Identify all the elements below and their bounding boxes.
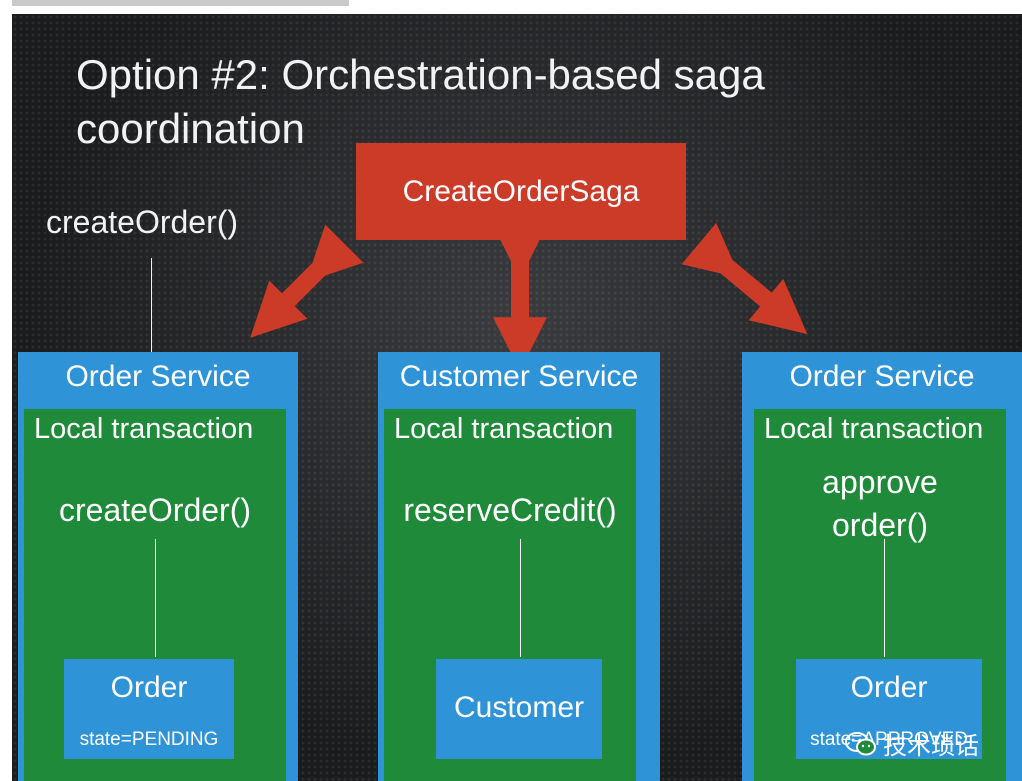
local-transaction-label: Local transaction [34, 413, 254, 445]
operation-label-line1: approve [822, 464, 938, 500]
entity-box: Order state=APPROVED [796, 659, 982, 759]
service-order-service: Order Service Local transaction createOr… [18, 352, 298, 781]
watermark: 技术琐话 [845, 726, 979, 761]
service-customer-service: Customer Service Local transaction reser… [378, 352, 660, 781]
external-call-label: createOrder() [46, 204, 239, 240]
operation-label-line2: order() [831, 507, 928, 543]
external-call-connector [151, 258, 152, 352]
entity-name: Customer [453, 691, 585, 724]
orchestrator-arrows [250, 222, 808, 372]
local-transaction: Local transaction createOrder() Order st… [24, 409, 286, 781]
service-title: Customer Service [399, 360, 639, 393]
operation-connector [884, 539, 885, 657]
top-strip [12, 0, 349, 6]
operation-connector [155, 539, 156, 657]
entity-name: Order [110, 671, 188, 704]
orchestrator-label: CreateOrderSaga [402, 174, 640, 208]
local-transaction-label: Local transaction [394, 413, 614, 445]
service-title: Order Service [65, 360, 251, 393]
service-title: Order Service [789, 360, 975, 393]
entity-box: Order state=PENDING [64, 659, 234, 759]
slide-title: Option #2: Orchestration-based saga coor… [76, 51, 765, 152]
operation-label: reserveCredit() [403, 492, 617, 528]
operation-label: createOrder() [58, 492, 252, 528]
operation-connector [520, 539, 521, 657]
local-transaction: Local transaction reserveCredit() Custom… [384, 409, 636, 781]
entity-state: state=PENDING [79, 729, 219, 750]
entity-box: Customer [436, 659, 602, 759]
entity-name: Order [850, 671, 928, 704]
service-order-service-approve: Order Service Local transaction approve … [742, 352, 1022, 781]
arrow-saga-order-service [250, 224, 364, 338]
local-transaction: Local transaction approve order() Order … [754, 409, 1006, 781]
arrow-saga-order-service-approve [681, 222, 808, 335]
orchestrator-box: CreateOrderSaga [356, 143, 686, 240]
wechat-icon [845, 731, 876, 755]
slide: Option #2: Orchestration-based saga coor… [12, 14, 1022, 781]
watermark-text: 技术琐话 [883, 733, 979, 760]
local-transaction-label: Local transaction [764, 413, 984, 445]
